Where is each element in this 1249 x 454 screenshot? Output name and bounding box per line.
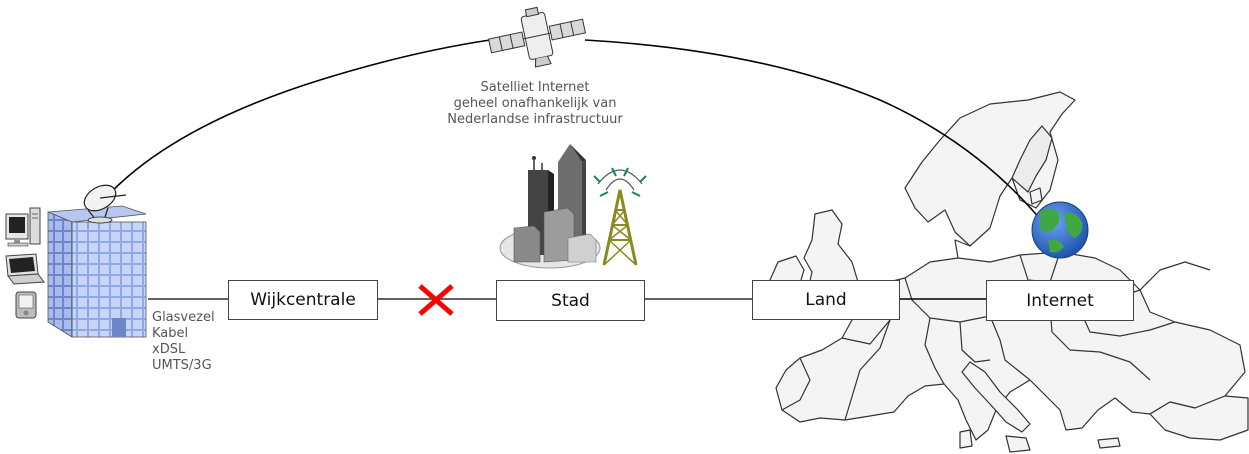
node-label: Internet [1026,290,1094,311]
broken-link-icon [418,284,454,316]
radio-tower-icon [593,167,647,266]
globe-icon [1031,201,1089,259]
node-stad: Stad [496,280,645,321]
satellite-icon [488,6,586,68]
node-wijkcentrale: Wijkcentrale [228,280,378,320]
satellite-caption-line: Satelliet Internet [480,80,590,95]
satellite-link-line [584,39,1046,226]
connection-type-item: Glasvezel [152,310,215,325]
satellite-link-line [94,39,491,211]
europe-map [769,91,1249,453]
node-label: Wijkcentrale [250,290,356,310]
node-label: Land [805,290,847,310]
connection-type-item: xDSL [152,342,186,357]
node-label: Stad [551,290,590,311]
satellite-caption-line: Nederlandse infrastructuur [447,112,623,127]
city-skyline-icon [499,144,601,269]
satellite-caption-line: geheel onafhankelijk van [453,96,617,111]
node-internet: Internet [986,280,1134,321]
node-land: Land [752,280,900,320]
office-building-icon [47,205,147,338]
laptop-icon [5,253,45,285]
desktop-computer-icon [5,207,41,247]
connection-type-item: Kabel [152,326,189,341]
connection-type-item: UMTS/3G [152,358,212,373]
pda-icon [15,291,37,319]
satellite-caption: Satelliet Internet geheel onafhankelijk … [410,80,660,128]
satellite-dish-icon [83,184,127,224]
connection-types-list: Glasvezel Kabel xDSL UMTS/3G [152,310,215,374]
